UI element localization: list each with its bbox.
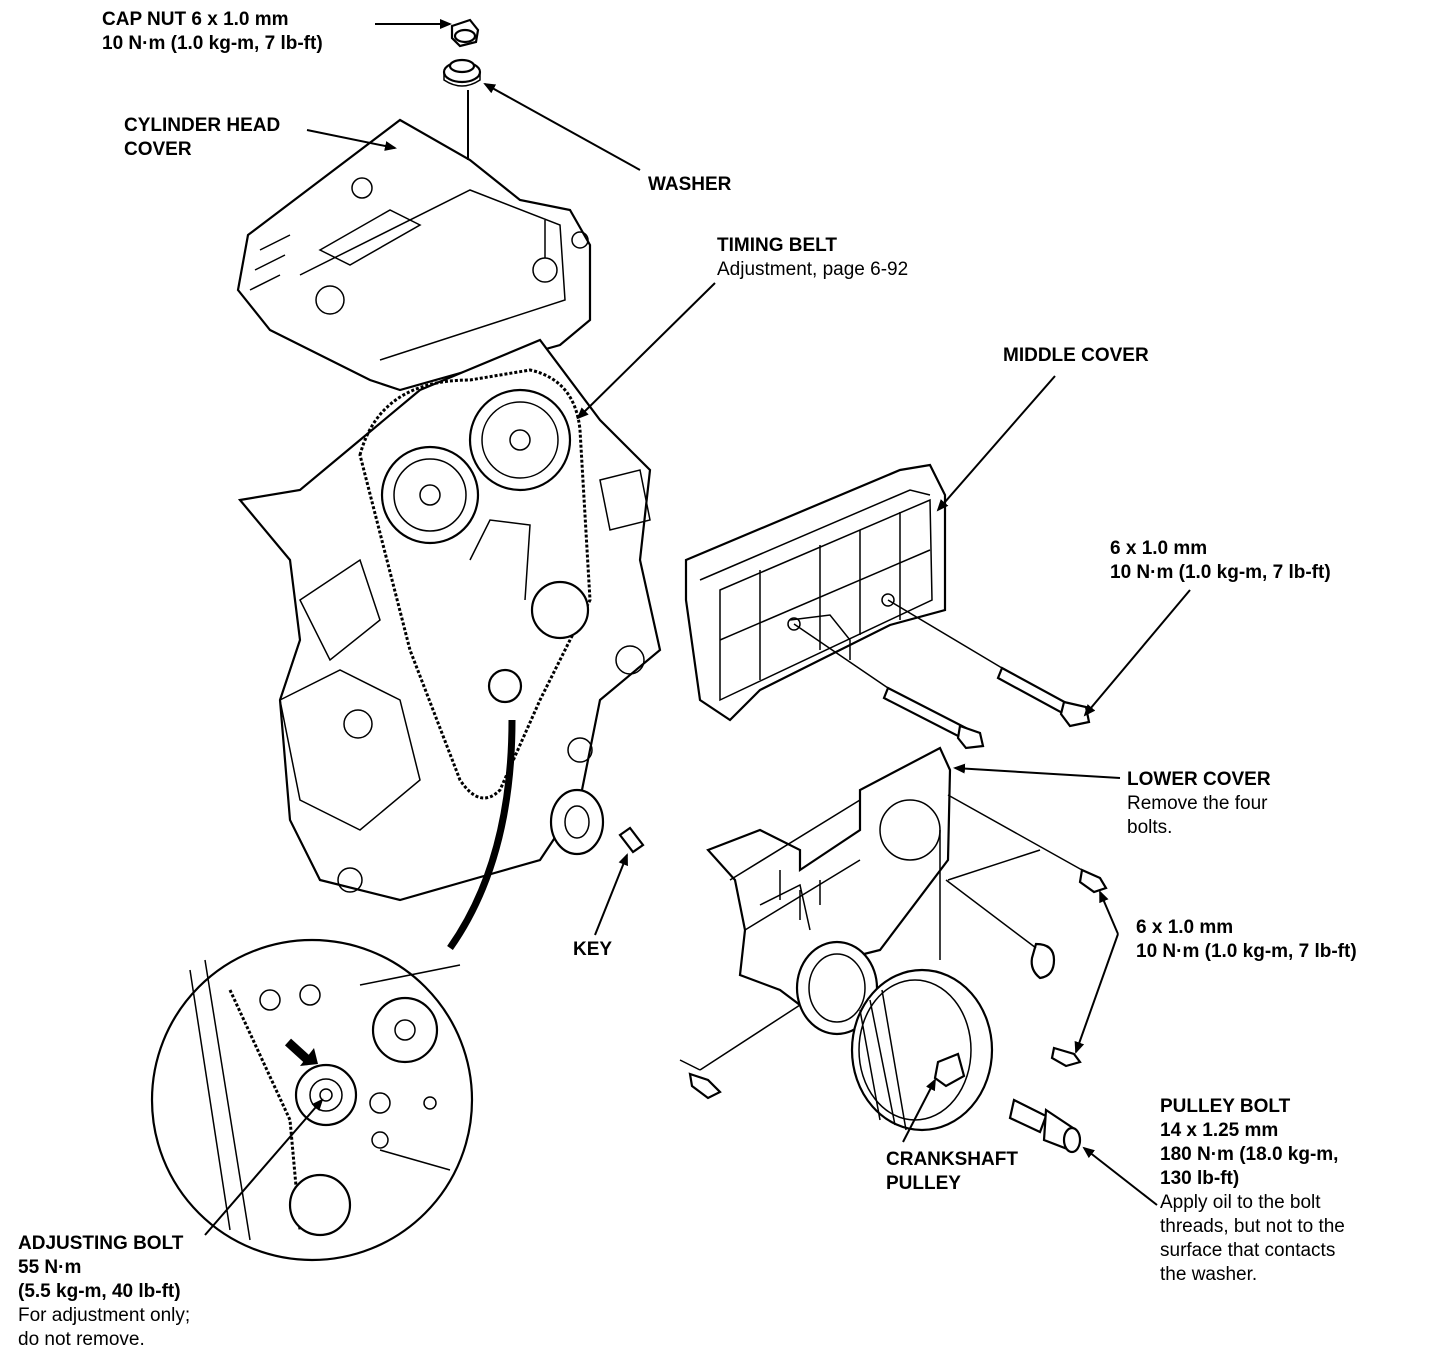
middle-cover-part (684, 463, 947, 722)
lower-cover-note2: bolts. (1127, 817, 1173, 838)
crankshaft-pulley-line2: PULLEY (886, 1173, 961, 1194)
lower-cover-bolts (688, 868, 1108, 1100)
cylinder-head-cover-line2: COVER (124, 139, 192, 160)
timing-belt-part (358, 368, 592, 800)
adjusting-bolt-title: ADJUSTING BOLT (18, 1233, 184, 1254)
lower-cover-part (706, 746, 952, 1007)
pulley-bolt-note4: the washer. (1160, 1264, 1258, 1285)
key-label: KEY (573, 938, 612, 962)
cap-nut-title: CAP NUT 6 x 1.0 mm (102, 9, 289, 30)
adjusting-bolt-label: ADJUSTING BOLT 55 N·m (5.5 kg-m, 40 lb-f… (18, 1232, 190, 1352)
pulley-bolt-torque: 180 N·m (18.0 kg-m, (1160, 1144, 1339, 1165)
pulley-bolt-note2: threads, but not to the (1160, 1216, 1345, 1237)
detail-leader (447, 719, 516, 951)
washer-label: WASHER (648, 173, 731, 197)
pulley-bolt-leader (1082, 1146, 1158, 1206)
lower-cover-note1: Remove the four (1127, 793, 1268, 814)
pulley-bolt-title: PULLEY BOLT (1160, 1096, 1291, 1117)
cylinder-head-cover-label: CYLINDER HEAD COVER (124, 114, 280, 162)
adjusting-bolt-detail-circle (150, 938, 474, 1262)
key-part (618, 826, 645, 854)
middle-bolt-label: 6 x 1.0 mm 10 N·m (1.0 kg-m, 7 lb-ft) (1110, 537, 1331, 585)
timing-belt-note: Adjustment, page 6-92 (717, 259, 909, 280)
washer-title: WASHER (648, 174, 732, 195)
middle-cover-label: MIDDLE COVER (1003, 344, 1149, 368)
pulley-bolt-label: PULLEY BOLT 14 x 1.25 mm 180 N·m (18.0 k… (1160, 1095, 1345, 1287)
pulley-bolt-note3: surface that contacts (1160, 1240, 1336, 1261)
adjusting-bolt-torque: 55 N·m (18, 1257, 82, 1278)
pulley-bolt-part (1008, 1098, 1082, 1154)
pulley-bolt-torque-lbft: 130 lb-ft) (1160, 1168, 1240, 1189)
pulley-bolt-note1: Apply oil to the bolt (1160, 1192, 1321, 1213)
adjusting-bolt-note1: For adjustment only; (18, 1305, 191, 1326)
lower-bolt-label: 6 x 1.0 mm 10 N·m (1.0 kg-m, 7 lb-ft) (1136, 916, 1357, 964)
middle-cover-bolt-2 (996, 666, 1091, 728)
woodruff-key-part (1030, 942, 1056, 980)
crank-washer-part (549, 788, 605, 856)
lower-cover-leader (953, 763, 1121, 779)
middle-bolt-guide-lines (793, 599, 1003, 689)
cap-nut-part (450, 18, 480, 48)
timing-belt-leader (576, 282, 716, 420)
crankshaft-pulley-label: CRANKSHAFT PULLEY (886, 1148, 1018, 1196)
crankshaft-pulley-leader (902, 1078, 936, 1143)
timing-belt-label: TIMING BELT Adjustment, page 6-92 (717, 234, 908, 282)
lower-cover-guide-lines (679, 794, 1083, 1071)
pulley-bolt-size: 14 x 1.25 mm (1160, 1120, 1279, 1141)
cylinder-cover-leader (306, 129, 397, 151)
key-title: KEY (573, 939, 613, 960)
washer-leader (483, 83, 641, 171)
key-leader (594, 853, 628, 936)
middle-cover-leader (936, 375, 1056, 512)
crankshaft-pulley-line1: CRANKSHAFT (886, 1149, 1018, 1170)
cylinder-head-cover-part (236, 118, 592, 392)
lower-bolt-size: 6 x 1.0 mm (1136, 917, 1234, 938)
middle-cover-bolt-1 (882, 686, 985, 750)
cap-nut-label: CAP NUT 6 x 1.0 mm 10 N·m (1.0 kg-m, 7 l… (102, 8, 323, 56)
adjusting-bolt-torque-alt: (5.5 kg-m, 40 lb-ft) (18, 1281, 181, 1302)
middle-bolt-size: 6 x 1.0 mm (1110, 538, 1208, 559)
adjusting-bolt-note2: do not remove. (18, 1329, 145, 1350)
lower-bolt-torque: 10 N·m (1.0 kg-m, 7 lb-ft) (1136, 941, 1357, 962)
lower-cover-title: LOWER COVER (1127, 769, 1271, 790)
cap-nut-torque: 10 N·m (1.0 kg-m, 7 lb-ft) (102, 33, 323, 54)
middle-bolt-leader (1083, 589, 1191, 717)
middle-bolt-torque: 10 N·m (1.0 kg-m, 7 lb-ft) (1110, 562, 1331, 583)
middle-cover-title: MIDDLE COVER (1003, 345, 1149, 366)
lower-bolt-leader-1 (1099, 890, 1119, 935)
adjusting-bolt-leader (204, 1098, 324, 1236)
lower-bolt-leader-2 (1074, 933, 1119, 1054)
leader-lines (204, 19, 1191, 1236)
lower-cover-label: LOWER COVER Remove the four bolts. (1127, 768, 1271, 840)
timing-belt-title: TIMING BELT (717, 235, 837, 256)
crankshaft-pulley-part (795, 940, 994, 1132)
washer-part (442, 58, 482, 87)
cylinder-head-cover-line1: CYLINDER HEAD (124, 115, 281, 136)
